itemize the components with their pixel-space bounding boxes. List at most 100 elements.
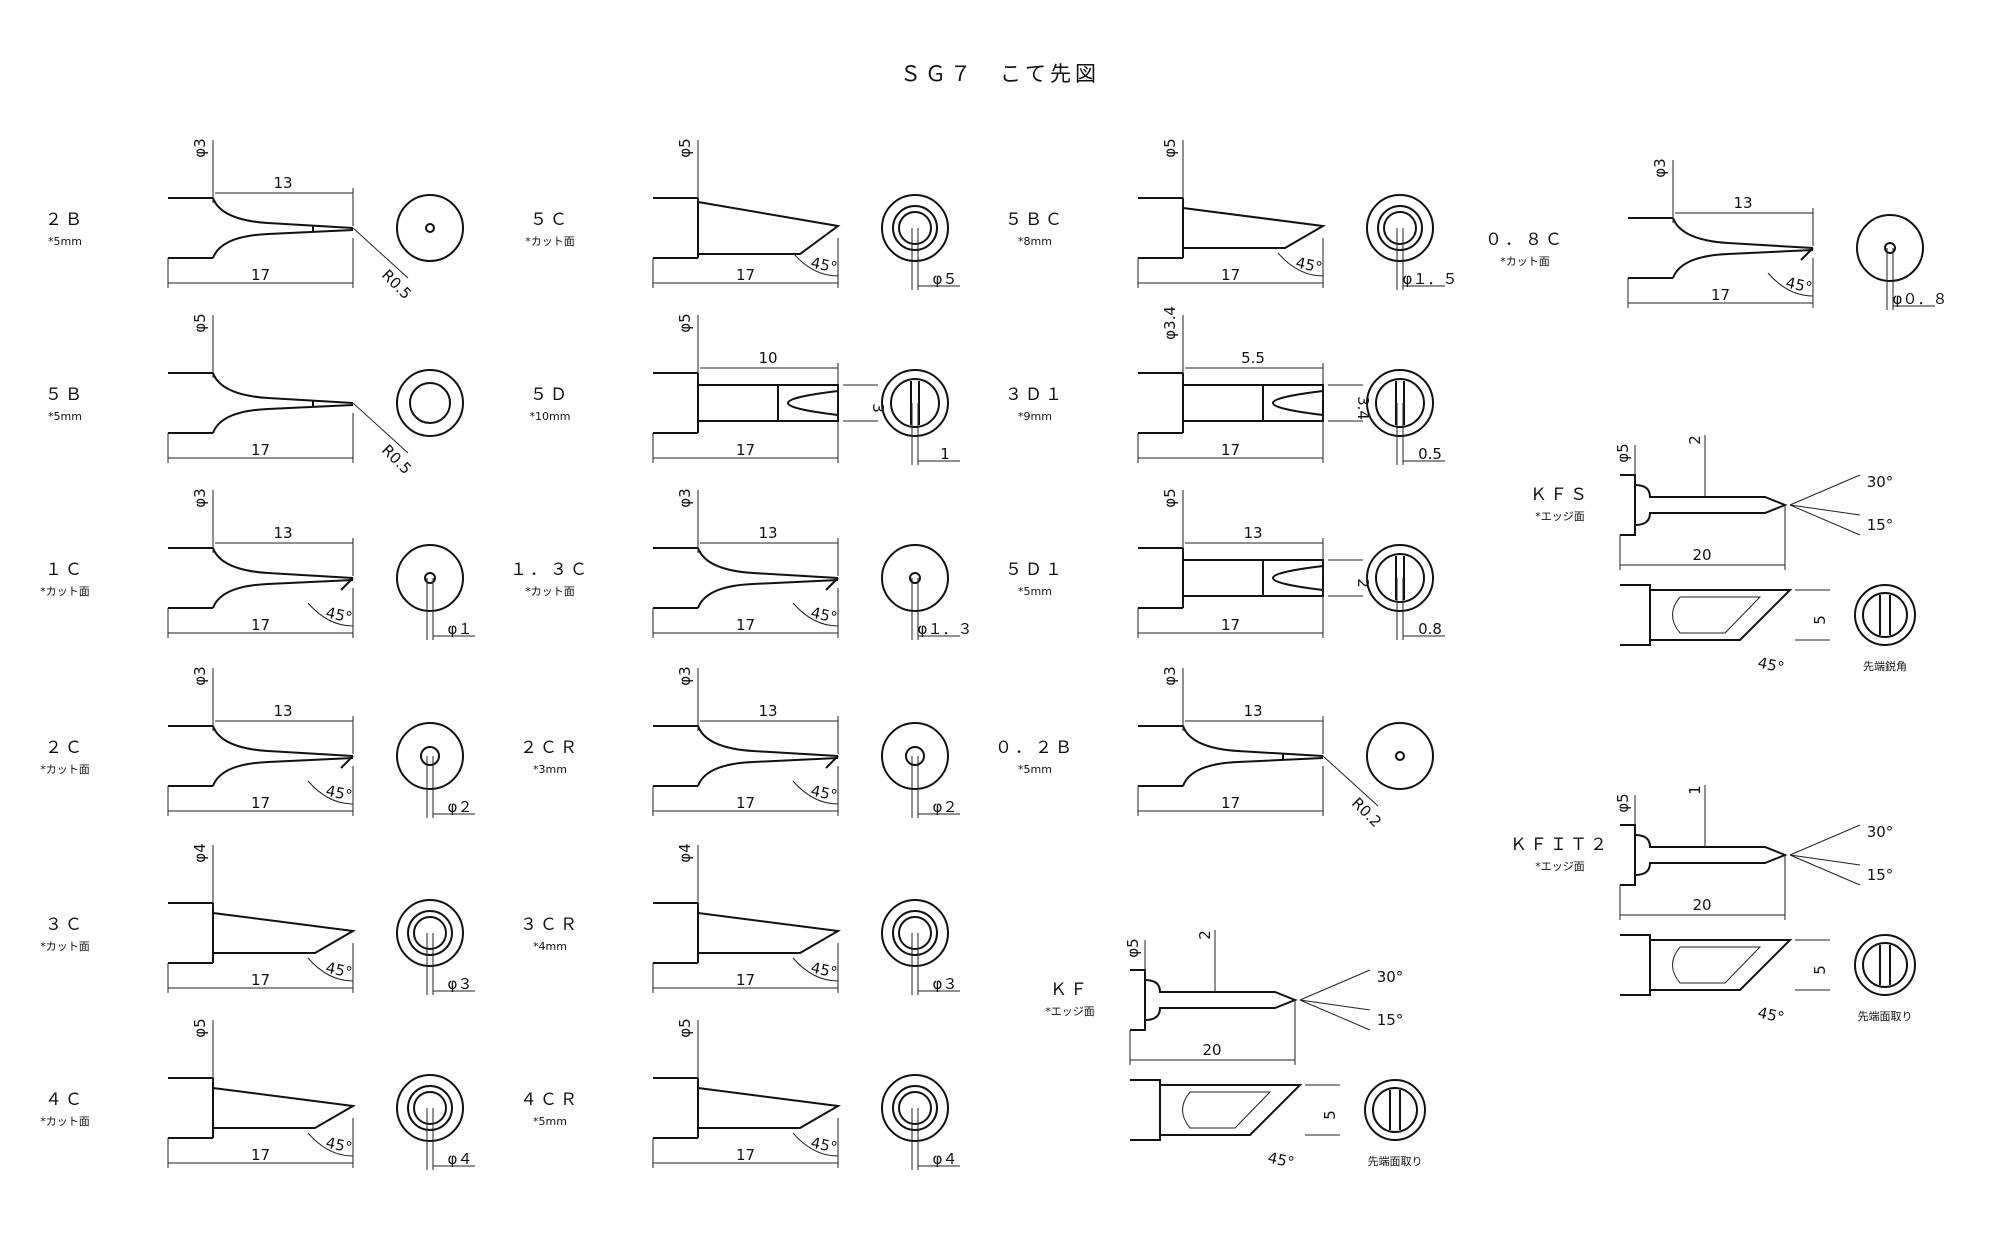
dim-total-length: 20 xyxy=(1692,546,1711,564)
end-view-tip xyxy=(1383,211,1417,245)
dim-angle: 45° xyxy=(324,604,354,627)
tip-name: ５ＢＣ xyxy=(1005,210,1065,230)
dim-total-length: 17 xyxy=(1221,266,1240,284)
tip-note: *3mm xyxy=(533,763,567,776)
dim-thickness: 2 xyxy=(1686,435,1704,445)
tip-name: ０．８Ｃ xyxy=(1485,230,1565,250)
tip-2C: ２Ｃ *カット面 φ3 13 17 45° φ２ xyxy=(40,666,475,818)
tip-name: ２Ｃ xyxy=(45,738,85,758)
dim-angle: 45° xyxy=(324,959,354,982)
end-view-outer xyxy=(396,544,464,612)
dim-angle: 45° xyxy=(1294,254,1324,277)
end-view-tip xyxy=(425,223,435,233)
tip-note: *カット面 xyxy=(1500,255,1550,268)
end-view-ring xyxy=(407,1085,453,1131)
end-view-ring xyxy=(890,378,940,428)
dim-total-length: 17 xyxy=(1221,794,1240,812)
dim-angle-1: 30° xyxy=(1867,823,1894,841)
dim-thickness: 2 xyxy=(1354,578,1372,588)
page-title: ＳＧ７ こて先図 xyxy=(900,62,1100,86)
dim-end-size: φ３ xyxy=(448,975,473,993)
dim-angle-2: 15° xyxy=(1867,516,1894,534)
dim-tip-radius: R0.2 xyxy=(1348,794,1385,831)
dim-end-size: φ４ xyxy=(933,1150,958,1168)
end-view-ring xyxy=(1377,205,1423,251)
dim-diameter: φ3 xyxy=(191,666,209,685)
knife-name: ＫＦ xyxy=(1050,980,1090,1000)
tip-note: *カット面 xyxy=(40,763,90,776)
dim-length: 13 xyxy=(1243,702,1262,720)
tip-name: ３ＣＲ xyxy=(520,915,580,935)
end-view-ring xyxy=(409,382,451,424)
end-view-outer xyxy=(881,899,949,967)
dim-diameter: φ4 xyxy=(191,843,209,862)
dim-diameter: φ5 xyxy=(676,313,694,332)
dim-angle: 45° xyxy=(809,782,839,805)
dim-angle: 45° xyxy=(1784,274,1814,297)
end-view-ring xyxy=(1862,942,1908,988)
end-view-tip xyxy=(1395,751,1405,761)
end-view-ring xyxy=(1862,592,1908,638)
dim-total-length: 17 xyxy=(736,616,755,634)
end-view-tip xyxy=(909,572,921,584)
dim-length: 13 xyxy=(273,702,292,720)
dim-total-length: 17 xyxy=(251,971,270,989)
dim-angle: 45° xyxy=(324,782,354,805)
end-view-ring xyxy=(892,1085,938,1131)
dim-end-size: 1 xyxy=(940,445,950,463)
tip-3C: ３Ｃ *カット面 φ4 17 45° φ３ xyxy=(40,843,475,995)
dim-end-size: φ５ xyxy=(933,270,958,288)
dim-total-length: 17 xyxy=(251,794,270,812)
dim-length: 10 xyxy=(758,349,777,367)
dim-width: 5 xyxy=(1321,1110,1339,1120)
tip-note: *カット面 xyxy=(40,940,90,953)
tip-name: ５Ｄ１ xyxy=(1005,560,1065,580)
dim-diameter: φ5 xyxy=(191,1018,209,1037)
dim-total-length: 17 xyxy=(251,616,270,634)
dim-diameter: φ5 xyxy=(676,1018,694,1037)
dim-angle: 45° xyxy=(809,959,839,982)
dim-diameter: φ3 xyxy=(1651,158,1669,177)
dim-end-size: φ４ xyxy=(448,1150,473,1168)
dim-total-length: 20 xyxy=(1202,1041,1221,1059)
dim-length: 13 xyxy=(1733,194,1752,212)
dim-total-length: 17 xyxy=(736,1146,755,1164)
end-view-tip xyxy=(898,916,932,950)
end-view-caption: 先端鋭角 xyxy=(1863,659,1907,673)
tip-note: *カット面 xyxy=(525,235,575,248)
tip-name: ５Ｂ xyxy=(45,385,85,405)
dim-chamfer-angle: 45° xyxy=(1756,1004,1786,1027)
dim-length: 13 xyxy=(273,524,292,542)
end-view-caption: 先端面取り xyxy=(1368,1155,1423,1168)
tip-name: ２Ｂ xyxy=(45,210,85,230)
tip-name: ３Ｃ xyxy=(45,915,85,935)
tip-note: *カット面 xyxy=(525,585,575,598)
dim-total-length: 17 xyxy=(251,441,270,459)
tip-note: *カット面 xyxy=(40,585,90,598)
dim-end-size: φ２ xyxy=(448,798,473,816)
end-view-tip xyxy=(898,1091,932,1125)
end-view-outer xyxy=(1856,214,1924,282)
dim-diameter: φ3 xyxy=(676,488,694,507)
end-view-tip xyxy=(420,746,440,766)
tip-name: ５Ｃ xyxy=(530,210,570,230)
dim-width: 5 xyxy=(1811,965,1829,975)
tip-name: ５Ｄ xyxy=(530,385,570,405)
end-view-outer xyxy=(1366,722,1434,790)
end-view-outer xyxy=(1366,544,1434,612)
dim-diameter: φ3 xyxy=(1161,666,1179,685)
end-view-ring xyxy=(892,910,938,956)
dim-diameter: φ3 xyxy=(191,138,209,157)
dim-thickness: 1 xyxy=(1686,785,1704,795)
dim-thickness: 2 xyxy=(1196,930,1214,940)
dim-total-length: 17 xyxy=(1711,286,1730,304)
tip-name: ３Ｄ１ xyxy=(1005,385,1065,405)
tip-name: ４Ｃ xyxy=(45,1090,85,1110)
